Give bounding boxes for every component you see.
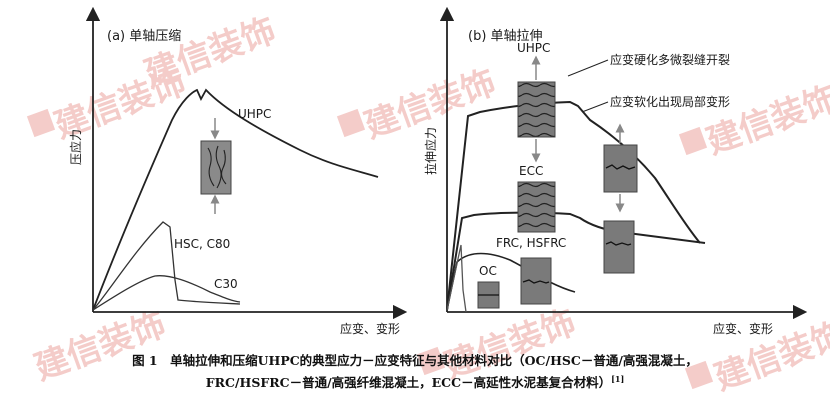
watermark-text: 建信装饰 [139,10,280,94]
curve-label-frc-hsfrc: FRC, HSFRC [496,236,566,250]
curve-label-hsc-c80: HSC, C80 [174,237,230,251]
softening-specimen-upper [603,123,638,213]
oc-tension-curve [446,244,467,313]
frc-tension-specimen [520,257,552,305]
compression-specimen [200,118,232,214]
curve-label-uhpc: UHPC [517,41,550,55]
watermark: 建信装饰 建信装饰 建信装饰 建信装饰 建信装饰 建信装饰 建信装饰 [26,10,830,398]
ecc-tension-specimen [517,181,556,233]
curve-label-ecc: ECC [519,164,543,178]
uhpc-tension-curve [446,100,701,311]
annotation-leader [581,101,609,113]
y-axis-label: 压应力 [68,129,83,165]
annotation-leader [567,59,609,77]
x-axis-label: 应变、变形 [340,321,400,336]
watermark-text: 建信装饰 [701,78,830,162]
annotation-strain-softening: 应变软化出现局部变形 [610,94,730,109]
uhpc-compression-curve [92,88,379,311]
figure-caption-line-2: FRC/HSFRC－普通/高强纤维混凝土，ECC－高延性水泥基复合材料）[1] [0,372,830,391]
panel-title: (b) 单轴拉伸 [468,29,543,44]
ecc-tension-curve [446,211,706,311]
panel-tension: (b) 单轴拉伸 拉伸应力 应变、变形 UHPC ECC FRC, HSFRC … [423,6,808,336]
hsc-c80-compression-curve [92,221,241,311]
curve-label-c30: C30 [214,277,238,291]
y-axis-label: 拉伸应力 [423,127,438,175]
x-axis-label: 应变、变形 [713,321,773,336]
annotation-strain-hardening: 应变硬化多微裂缝开裂 [610,52,730,67]
caption-text: FRC/HSFRC－普通/高强纤维混凝土，ECC－高延性水泥基复合材料） [205,375,612,390]
uhpc-tension-specimen [517,55,556,163]
panel-title: (a) 单轴压缩 [107,28,181,44]
figure-caption-line-1: 图 1 单轴拉伸和压缩UHPC的典型应力－应变特征与其他材料对比（OC/HSC－… [132,353,698,368]
curve-label-oc: OC [479,264,497,278]
c30-compression-curve [92,275,241,311]
curve-label-uhpc: UHPC [238,107,271,121]
caption-reference: [1] [611,373,625,384]
oc-tension-specimen [477,281,500,309]
softening-specimen-lower [603,220,635,274]
frc-hsfrc-tension-curve [446,252,576,311]
panel-compression: (a) 单轴压缩 压应力 应变、变形 UHPC HSC, C80 C30 [68,6,408,336]
watermark-logo [26,108,714,390]
